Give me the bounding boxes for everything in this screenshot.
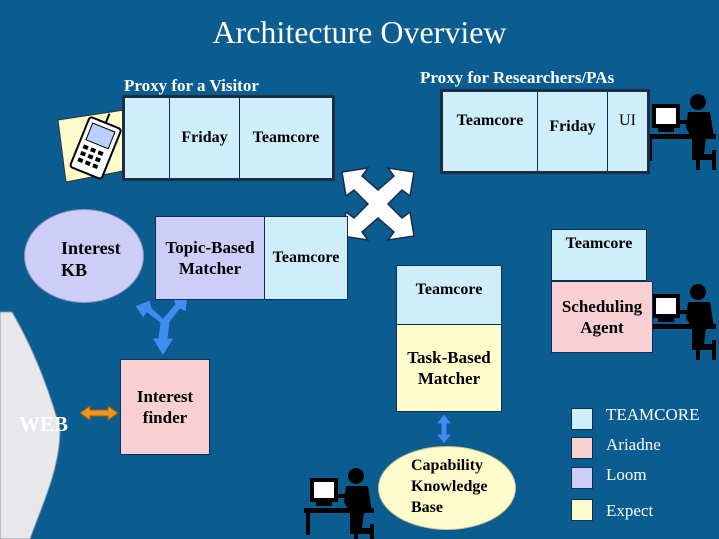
visitor-proxy-label: Proxy for a Visitor	[124, 76, 259, 95]
researcher-friday-cell: Friday	[537, 92, 607, 172]
visitor-friday-cell: Friday	[169, 98, 239, 178]
researcher-proxy-label: Proxy for Researchers/PAs	[420, 68, 615, 87]
researcher-ui-cell: UI	[607, 92, 647, 172]
interest-finder-line1: Interest	[136, 386, 194, 406]
legend-label-teamcore: TEAMCORE	[606, 405, 700, 424]
legend-swatch-ariadne	[571, 437, 593, 459]
researcher-proxy-frame: Teamcore Friday UI	[440, 89, 650, 174]
web-label: WEB	[19, 412, 69, 436]
task-capability-arrow	[434, 413, 454, 445]
topic-teamcore: Teamcore	[264, 216, 348, 300]
pda-icon	[57, 109, 129, 183]
topic-matcher-line1: Topic-Based	[165, 237, 255, 257]
legend-swatch-expect	[571, 499, 593, 521]
interest-kb: Interest KB	[24, 209, 144, 303]
page-title: Architecture Overview	[212, 14, 507, 50]
web-shape	[0, 311, 61, 539]
scheduling-teamcore: Teamcore	[551, 229, 647, 281]
four-way-arrow	[341, 166, 415, 242]
interest-kb-line2: KB	[61, 259, 88, 280]
scheduling-line1: Scheduling	[561, 296, 643, 316]
capability-kb: Capability Knowledge Base	[378, 446, 516, 530]
researcher-icon	[646, 94, 716, 170]
web-finder-arrow	[79, 405, 119, 421]
tri-arrow	[134, 295, 189, 357]
legend-label-expect: Expect	[606, 501, 654, 520]
topic-matcher: Topic-Based Matcher	[155, 216, 265, 300]
topic-matcher-line2: Matcher	[178, 259, 242, 278]
capability-line1: Capability	[411, 457, 484, 474]
task-teamcore: Teamcore	[396, 265, 502, 325]
interest-kb-line1: Interest	[61, 238, 121, 258]
visitor-teamcore-cell: Teamcore	[239, 98, 332, 178]
legend-swatch-teamcore	[571, 408, 593, 430]
scheduling-line2: Agent	[580, 318, 624, 337]
legend-swatch-loom	[571, 467, 593, 489]
task-matcher-line1: Task-Based	[407, 347, 491, 367]
visitor-proxy-frame: Friday Teamcore	[122, 95, 335, 181]
legend-label-loom: Loom	[606, 465, 647, 484]
capability-line2: Knowledge	[411, 478, 488, 496]
capability-line3: Base	[411, 499, 443, 517]
task-matcher-line2: Matcher	[417, 369, 481, 388]
scheduling-agent: Scheduling Agent	[551, 281, 653, 353]
scheduler-person-icon	[646, 284, 716, 360]
interest-finder: Interest finder	[120, 359, 210, 455]
interest-finder-line2: finder	[142, 408, 188, 427]
task-matcher: Task-Based Matcher	[396, 324, 502, 412]
capability-person-icon	[304, 468, 374, 539]
researcher-teamcore-cell: Teamcore	[456, 112, 524, 129]
legend-label-ariadne: Ariadne	[606, 435, 661, 454]
